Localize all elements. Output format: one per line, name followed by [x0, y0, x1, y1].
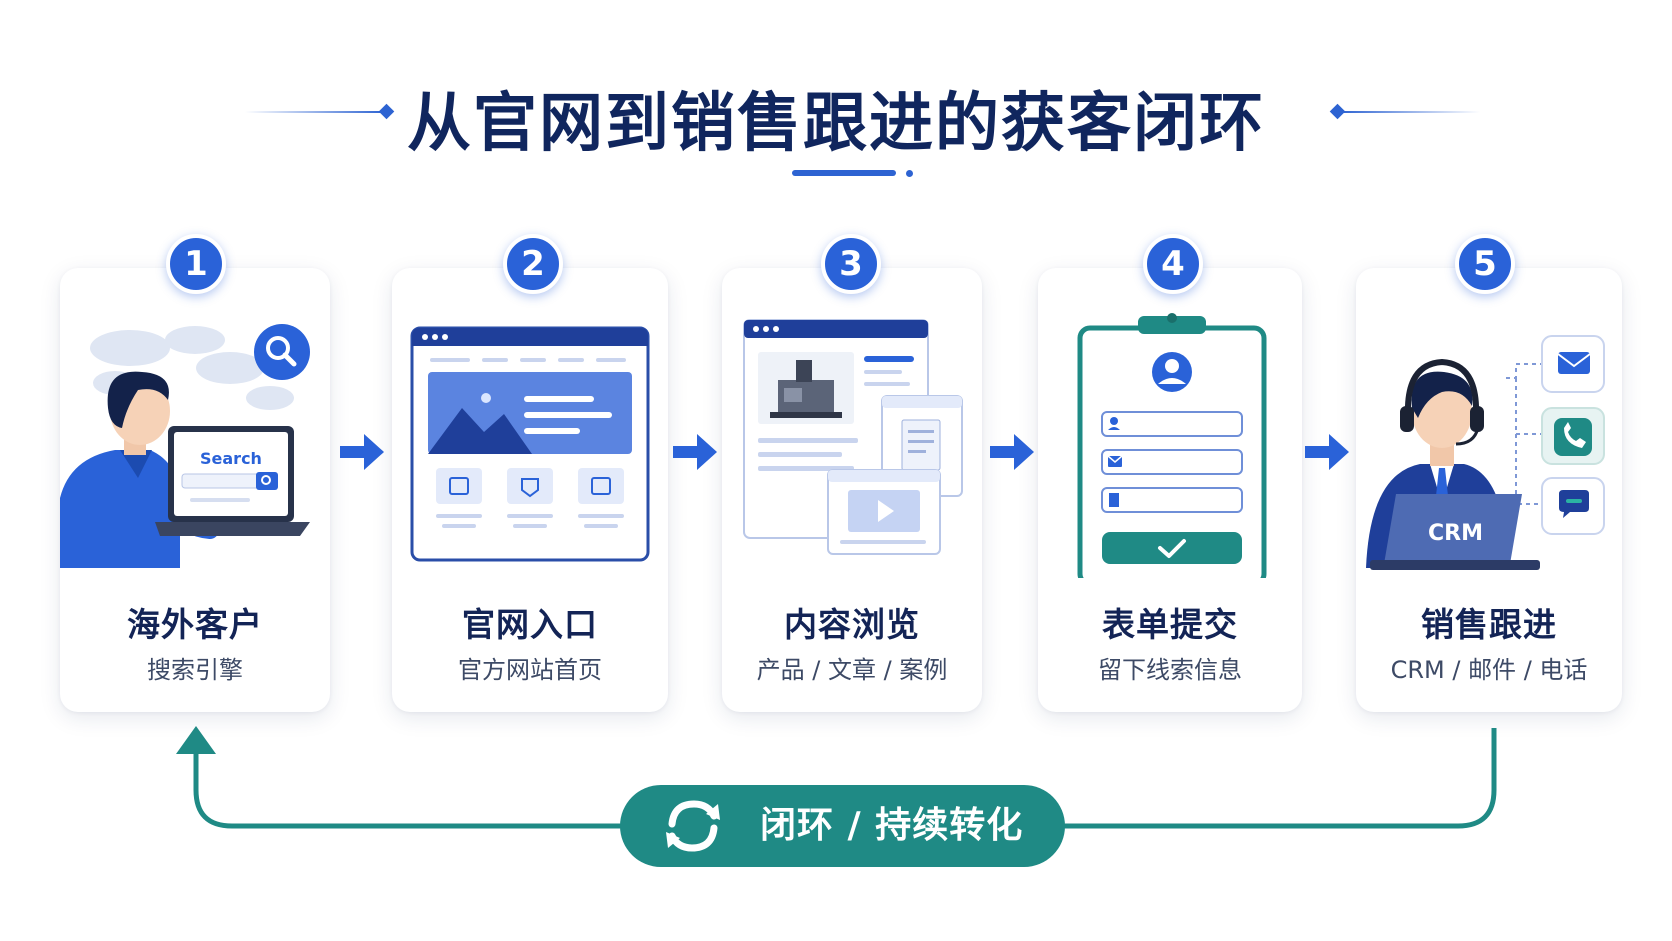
arrow-right-icon	[990, 434, 1034, 470]
title-underline-dot	[906, 170, 913, 177]
step-subtitle-4: 留下线索信息	[1098, 656, 1242, 684]
step-badge-1: 1	[166, 234, 226, 294]
step-badge-4: 4	[1143, 234, 1203, 294]
step-badge-5: 5	[1455, 234, 1515, 294]
step-title-3: 内容浏览	[784, 605, 920, 644]
sales-agent-crm-illustration: CRM	[1366, 335, 1605, 570]
step-card-4: 表单提交 留下线索信息	[1038, 268, 1302, 712]
step-card-1: Search 海外客户 搜索引擎	[60, 268, 330, 712]
step-subtitle-5: CRM / 邮件 / 电话	[1390, 656, 1588, 684]
crm-laptop-label: CRM	[1428, 521, 1483, 546]
step-card-3: 内容浏览 产品 / 文章 / 案例	[722, 268, 982, 712]
title-line-right	[1340, 111, 1480, 113]
step-subtitle-1: 搜索引擎	[147, 656, 243, 684]
step-card-2: 官网入口 官方网站首页	[392, 268, 668, 712]
phone-icon	[1541, 407, 1605, 465]
magnifier-icon	[254, 324, 310, 380]
check-icon	[1158, 539, 1186, 558]
step-badge-2: 2	[503, 234, 563, 294]
loop-badge: 闭环 / 持续转化	[620, 785, 1065, 867]
step-card-5: CRM 销售跟进 CRM / 邮件 / 电话	[1356, 268, 1622, 712]
loop-label: 闭环 / 持续转化	[760, 805, 1024, 846]
page-title: 从官网到销售跟进的获客闭环	[407, 87, 1265, 161]
search-logo-text: Search	[200, 449, 262, 468]
title-line-left	[245, 111, 385, 113]
step-title-4: 表单提交	[1102, 605, 1238, 644]
step-title-2: 官网入口	[462, 605, 598, 644]
arrow-right-icon	[340, 434, 384, 470]
refresh-icon	[666, 800, 720, 852]
loop-arrowhead-icon	[176, 726, 216, 754]
step-title-1: 海外客户	[127, 605, 263, 644]
clipboard-form-illustration	[1077, 313, 1267, 578]
content-windows-illustration	[743, 319, 963, 555]
step-subtitle-2: 官方网站首页	[458, 656, 602, 684]
step-badge-3: 3	[821, 234, 881, 294]
browser-homepage-illustration	[410, 326, 650, 562]
mail-icon	[1541, 335, 1605, 393]
arrow-right-icon	[673, 434, 717, 470]
step-subtitle-3: 产品 / 文章 / 案例	[756, 656, 948, 684]
person-laptop-search-illustration: Search	[60, 324, 310, 568]
title-underline	[792, 170, 896, 176]
step-title-5: 销售跟进	[1421, 605, 1557, 644]
arrow-right-icon	[1305, 434, 1349, 470]
chat-icon	[1541, 477, 1605, 535]
